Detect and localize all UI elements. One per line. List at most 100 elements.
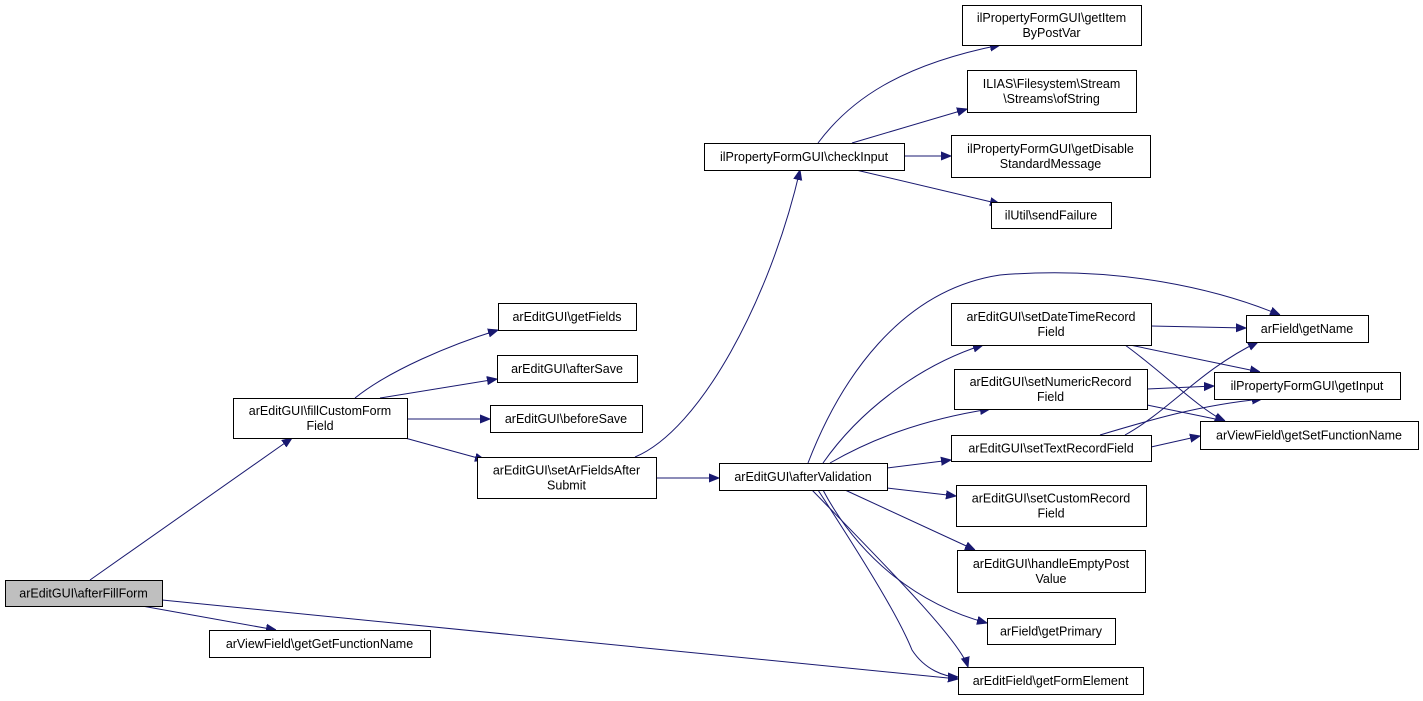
edge-setDateTimeRecordField-to-getInput [1129, 344, 1260, 372]
node-box [991, 202, 1112, 229]
edge-afterValidation-to-setCustomRecordField [886, 487, 956, 496]
node-label: ilPropertyFormGUI\getDisable [967, 142, 1134, 156]
node-getDisableStandardMessage[interactable]: ilPropertyFormGUI\getDisableStandardMess… [951, 135, 1151, 178]
edge-setTextRecordField-to-getInput [1099, 399, 1262, 436]
edge-checkInput-to-sendFailure [855, 169, 1000, 204]
node-label: Field [1037, 390, 1064, 404]
edge-setDateTimeRecordField-to-getName [1150, 326, 1246, 328]
node-getPrimary[interactable]: arField\getPrimary [987, 618, 1116, 645]
edge-afterValidation-to-getPrimary [822, 489, 987, 623]
node-afterFillForm[interactable]: arEditGUI\afterFillForm [5, 580, 163, 607]
node-box [957, 550, 1146, 593]
node-label: Field [1037, 507, 1064, 521]
node-getFields[interactable]: arEditGUI\getFields [498, 303, 637, 331]
node-beforeSave[interactable]: arEditGUI\beforeSave [490, 405, 643, 433]
node-label: arEditGUI\setNumericRecord [970, 375, 1132, 389]
node-label: arEditGUI\setCustomRecord [972, 492, 1130, 506]
node-label: ilUtil\sendFailure [1005, 209, 1097, 223]
node-label: arField\getName [1261, 322, 1353, 336]
node-label: arEditGUI\beforeSave [505, 412, 627, 426]
node-checkInput[interactable]: ilPropertyFormGUI\checkInput [704, 143, 905, 171]
node-label: arEditGUI\fillCustomForm [249, 404, 391, 418]
edge-checkInput-to-getItemByPostVar [817, 45, 1000, 144]
node-label: Field [306, 419, 333, 433]
node-ofString[interactable]: ILIAS\Filesystem\Stream\Streams\ofString [967, 70, 1137, 113]
node-getName[interactable]: arField\getName [1246, 315, 1369, 343]
edge-afterFillForm-to-getGetFunctionName [141, 605, 276, 630]
node-label: ilPropertyFormGUI\getItem [977, 11, 1126, 25]
node-box [233, 398, 408, 439]
node-box [958, 667, 1144, 695]
node-sendFailure[interactable]: ilUtil\sendFailure [991, 202, 1112, 229]
node-label: arField\getPrimary [1000, 625, 1103, 639]
node-box [951, 135, 1151, 178]
node-box [704, 143, 905, 171]
node-box [1200, 421, 1419, 450]
edge-afterValidation-to-setNumericRecordField [829, 409, 990, 464]
edge-afterValidation-to-getName [807, 272, 1280, 464]
node-getGetFunctionName[interactable]: arViewField\getGetFunctionName [209, 630, 431, 658]
edge-checkInput-to-ofString [851, 109, 967, 144]
node-label: arEditGUI\afterSave [511, 362, 623, 376]
node-box [5, 580, 163, 607]
node-label: ByPostVar [1022, 26, 1080, 40]
node-box [719, 463, 888, 491]
edge-fillCustomFormField-to-afterSave [379, 379, 497, 399]
edge-fillCustomFormField-to-setArFieldsAfterSubmit [404, 437, 485, 460]
node-box [1214, 372, 1401, 400]
node-label: arEditGUI\setDateTimeRecord [966, 310, 1135, 324]
node-getSetFunctionName[interactable]: arViewField\getSetFunctionName [1200, 421, 1419, 450]
node-label: arEditGUI\afterFillForm [19, 587, 148, 601]
edge-afterValidation-to-setTextRecordField [886, 460, 951, 469]
node-label: arEditGUI\afterValidation [734, 470, 871, 484]
node-label: ILIAS\Filesystem\Stream [983, 77, 1121, 91]
node-box [951, 435, 1152, 462]
node-label: ilPropertyFormGUI\getInput [1231, 379, 1384, 393]
node-box [954, 369, 1148, 410]
node-label: Field [1037, 325, 1064, 339]
node-box [497, 355, 638, 383]
node-getInput[interactable]: ilPropertyFormGUI\getInput [1214, 372, 1401, 400]
edge-afterValidation-to-getFormElement-alt [817, 489, 958, 677]
node-label: Submit [547, 479, 586, 493]
edge-setTextRecordField-to-getSetFunctionName [1150, 436, 1200, 448]
node-box [209, 630, 431, 658]
node-label: arViewField\getGetFunctionName [226, 637, 413, 651]
edge-afterFillForm-to-fillCustomFormField [89, 438, 292, 581]
node-box [1246, 315, 1369, 343]
node-getFormElement[interactable]: arEditField\getFormElement [958, 667, 1144, 695]
node-label: \Streams\ofString [1003, 92, 1100, 106]
edge-setNumericRecordField-to-getSetFunctionName [1146, 404, 1225, 421]
node-box [967, 70, 1137, 113]
node-box [951, 303, 1152, 346]
node-afterValidation[interactable]: arEditGUI\afterValidation [719, 463, 888, 491]
node-box [962, 5, 1142, 46]
edge-setArFieldsAfterSubmit-to-checkInput [634, 170, 800, 458]
node-setTextRecordField[interactable]: arEditGUI\setTextRecordField [951, 435, 1152, 462]
node-label: arViewField\getSetFunctionName [1216, 429, 1402, 443]
edge-afterValidation-to-handleEmptyPostValue [844, 489, 975, 550]
node-label: Value [1035, 572, 1066, 586]
node-afterSave[interactable]: arEditGUI\afterSave [497, 355, 638, 383]
node-label: arEditGUI\getFields [512, 310, 621, 324]
node-box [498, 303, 637, 331]
node-box [477, 457, 657, 499]
node-label: StandardMessage [1000, 157, 1102, 171]
node-label: arEditGUI\handleEmptyPost [973, 557, 1130, 571]
node-box [490, 405, 643, 433]
edge-afterValidation-to-getFormElement [811, 489, 968, 667]
edge-setNumericRecordField-to-getInput [1146, 386, 1214, 389]
edge-layer [89, 45, 1280, 679]
node-label: arEditField\getFormElement [973, 674, 1129, 688]
edge-afterValidation-to-setDateTimeRecordField [822, 345, 983, 464]
node-label: arEditGUI\setTextRecordField [968, 442, 1133, 456]
edge-setTextRecordField-to-getName [1124, 342, 1258, 436]
